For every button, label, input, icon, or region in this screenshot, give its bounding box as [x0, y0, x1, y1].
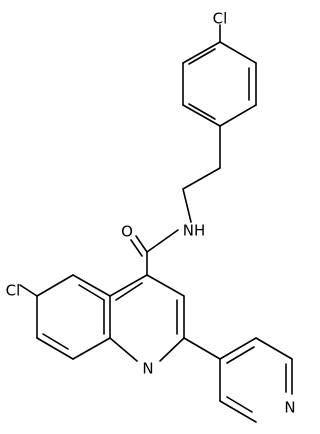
quinoline-benzo-ring: [36, 274, 111, 360]
bond-cl-left: [19, 284, 38, 297]
atom-quinoline-nitrogen: N: [142, 360, 153, 378]
atom-pyridine-nitrogen: N: [284, 399, 295, 417]
molecule-structure: Cl Cl O NH N N: [6, 10, 296, 423]
atom-amide-oxygen: O: [121, 223, 133, 241]
bond-nh-ch2: [182, 188, 192, 223]
bond-n-carbonyl: [146, 229, 179, 253]
bond-ethyl-2: [182, 167, 221, 190]
structure-canvas: Cl Cl O NH N N: [6, 10, 296, 423]
quinoline-pyridine-ring: [109, 274, 185, 362]
pyridyl-ring: [219, 337, 293, 423]
chlorophenyl-ring: [182, 41, 257, 127]
bond-co-double-a: [135, 235, 148, 253]
atom-cl-top: Cl: [213, 10, 228, 28]
bond-co-double-b: [130, 239, 143, 257]
bond-quinoline-pyridyl: [183, 337, 221, 360]
atom-amide-nh: NH: [183, 222, 206, 240]
atom-cl-left: Cl: [6, 282, 21, 300]
